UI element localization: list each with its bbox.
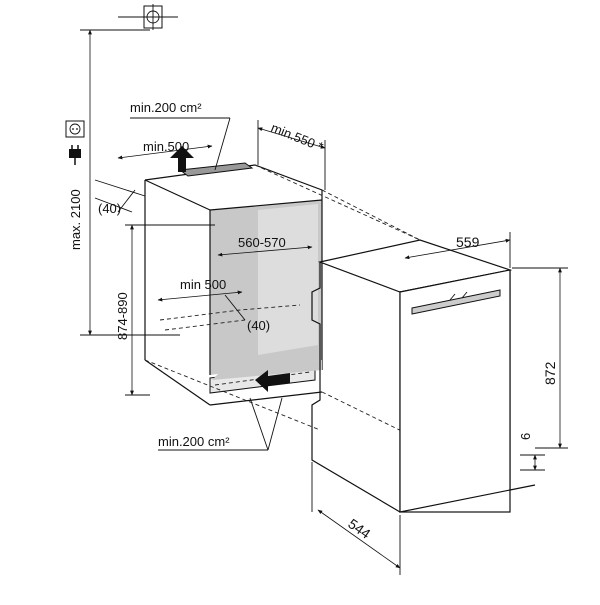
inner-min-label: min 500 [180, 277, 226, 292]
niche-height-label: 874-890 [115, 292, 130, 340]
side-gap-label: (40) [98, 201, 121, 216]
fridge-depth-label: 544 [345, 515, 373, 542]
niche-cabinet [144, 162, 421, 441]
max-height-label: max. 2100 [68, 189, 83, 250]
niche-width-label: 560-570 [238, 235, 286, 250]
bottom-vent-label: min.200 cm² [158, 434, 230, 449]
depth-min-label: min.550 * [269, 120, 326, 154]
inner-gap-label: (40) [247, 318, 270, 333]
airflow-arrow-in [255, 370, 290, 392]
max-height-dimension [80, 29, 180, 336]
top-vent-label: min.200 cm² [130, 100, 202, 115]
refrigerator [311, 239, 536, 513]
socket-icon [65, 120, 85, 138]
plug-icon [69, 145, 81, 165]
fridge-height-label: 872 [542, 361, 558, 385]
plinth-label: 6 [518, 433, 533, 440]
earth-symbol-icon [118, 4, 178, 30]
